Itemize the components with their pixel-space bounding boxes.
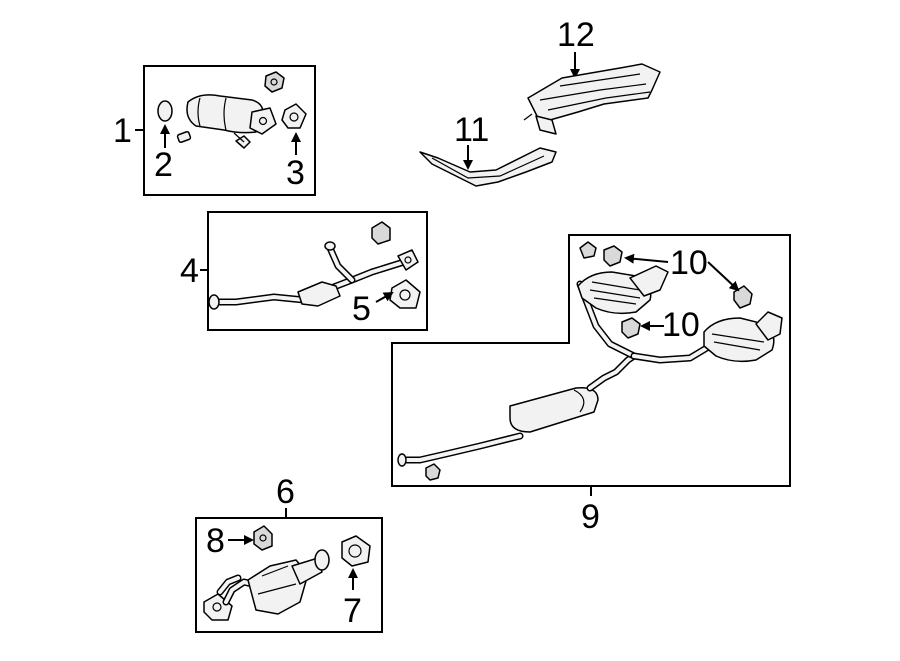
- lower-heat-shield-part: [419, 147, 557, 187]
- gasket-ring-part: [157, 100, 173, 122]
- converter-flange-part: [249, 107, 277, 135]
- callout-4: 4: [180, 252, 199, 290]
- heat-shield-upper-part: [527, 63, 661, 121]
- hanger-10a-part: [603, 245, 623, 267]
- callout-11: 11: [454, 111, 489, 149]
- callout-8: 8: [206, 522, 225, 560]
- callout-12: 12: [557, 16, 595, 54]
- gasket-5-part: [389, 279, 421, 309]
- group-6-rear-converter-kit: 6 8 7: [195, 473, 383, 633]
- callout-10-lower: 10: [662, 306, 700, 344]
- group-9-rear-exhaust: 9 10: [391, 234, 791, 536]
- flange-gasket-part: [281, 103, 307, 129]
- group-1-converter-kit: 1 2 3: [113, 65, 316, 196]
- callout-9: 9: [581, 498, 600, 536]
- callout-5: 5: [352, 290, 371, 328]
- callout-6: 6: [276, 473, 295, 511]
- callout-3: 3: [286, 154, 305, 192]
- callout-10-upper: 10: [670, 244, 708, 282]
- group-4-box: [207, 211, 428, 331]
- callout-1: 1: [113, 112, 132, 150]
- group-11-lower-shield: 11: [419, 111, 557, 187]
- stud-part: [176, 131, 192, 143]
- front-resonator-part: [297, 281, 341, 307]
- left-tailpipe-tip-part: [629, 265, 669, 297]
- hanger-bolt-part: [579, 241, 597, 259]
- right-tailpipe-tip-part: [755, 311, 783, 341]
- hanger-10c-part: [621, 317, 641, 339]
- callout-2: 2: [154, 146, 173, 184]
- group-6-box: [195, 517, 383, 633]
- group-12-heat-shield: 12: [523, 16, 661, 135]
- hanger-10b-part: [733, 285, 753, 309]
- right-rear-muffler-part: [703, 317, 775, 363]
- nut-part: [264, 71, 285, 93]
- gasket-7-part: [341, 535, 371, 567]
- bolt-part: [235, 135, 251, 149]
- intermediate-muffler-part: [509, 387, 599, 433]
- rear-converter-body-part: [247, 559, 309, 615]
- rubber-hanger-part: [371, 221, 391, 245]
- rear-converter-outlet-part: [291, 557, 323, 585]
- group-4-front-pipe: 4 5: [180, 211, 428, 331]
- rear-nut-part: [425, 463, 441, 481]
- group-9-box: [391, 234, 791, 487]
- hanger-8-part: [253, 525, 273, 551]
- callout-7: 7: [343, 592, 362, 630]
- heat-shield-bracket-part: [535, 115, 557, 135]
